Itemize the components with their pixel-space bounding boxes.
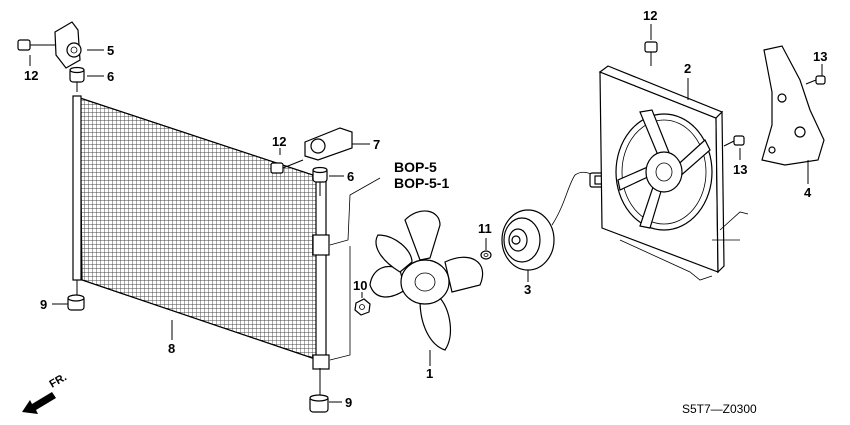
- callout-1: 1: [426, 366, 433, 381]
- callout-13-upper: 13: [813, 49, 827, 64]
- callout-10: 10: [353, 278, 367, 293]
- callout-12-top: 12: [643, 8, 657, 23]
- callout-11: 11: [478, 221, 492, 236]
- washer-11: [480, 250, 492, 260]
- shroud-bracket: [761, 45, 825, 166]
- bolt-13-upper: [805, 75, 826, 85]
- callout-2: 2: [684, 61, 691, 76]
- diagram-code: S5T7—Z0300: [682, 402, 757, 416]
- direction-label: FR.: [48, 371, 69, 390]
- cushion-9-left: [67, 294, 85, 311]
- reference-bop-5: BOP-5: [394, 159, 437, 175]
- reference-bop-5-1: BOP-5-1: [394, 175, 449, 191]
- bolt-12-middle: [270, 159, 304, 174]
- nut-10: [354, 298, 371, 316]
- upper-bracket-left: [54, 21, 82, 69]
- callout-4: 4: [804, 185, 812, 200]
- leader-lines: [29, 24, 823, 403]
- fan: [369, 210, 484, 351]
- callout-12-middle: 12: [272, 134, 286, 149]
- callout-8: 8: [168, 341, 175, 356]
- callout-3: 3: [524, 282, 531, 297]
- callout-13-lower: 13: [733, 162, 747, 177]
- condenser: [72, 72, 381, 396]
- bolt-12-upper-left: [17, 39, 56, 51]
- bolt-13-lower: [723, 135, 745, 147]
- callout-9-bottom: 9: [345, 395, 352, 410]
- upper-bracket-right: [304, 127, 353, 161]
- callout-6-upper: 6: [107, 69, 114, 84]
- cushion-6-upper: [69, 66, 85, 83]
- callout-5: 5: [107, 43, 114, 58]
- fan-motor: [501, 171, 609, 271]
- bolt-12-top: [644, 41, 658, 66]
- cushion-6-middle: [312, 166, 328, 183]
- callout-7: 7: [373, 137, 380, 152]
- callout-6-middle: 6: [347, 169, 354, 184]
- callout-9-left: 9: [40, 297, 47, 312]
- front-direction-arrow: [22, 392, 56, 414]
- cushion-9-bottom: [309, 394, 329, 413]
- fan-shroud: [598, 65, 749, 281]
- callout-12-upper-left: 12: [24, 68, 38, 83]
